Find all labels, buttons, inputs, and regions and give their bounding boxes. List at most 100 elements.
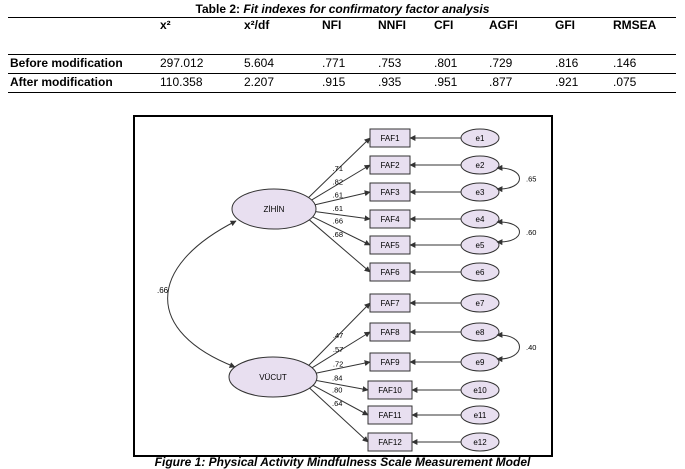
table-cell: .935 (378, 75, 402, 89)
table-cell: .146 (613, 56, 637, 70)
table-caption: Table 2: Fit indexes for confirmatory fa… (0, 2, 685, 16)
loading-arrow (305, 331, 371, 373)
error-label: e9 (476, 358, 485, 367)
item-label: FAF8 (380, 328, 400, 337)
error-ellipse (460, 293, 500, 313)
item-label: FAF10 (378, 386, 402, 395)
table-row: After modification 110.358 2.207 .915 .9… (8, 74, 676, 93)
error-label: e5 (476, 241, 485, 250)
error-covariance-arrow (496, 164, 520, 193)
loading-label: .47 (333, 331, 343, 340)
item-label: FAF3 (380, 188, 400, 197)
loading-label: .66 (333, 217, 343, 226)
error-ellipse (460, 380, 500, 400)
table-header-cell: CFI (434, 18, 454, 32)
error-covariance-label: .65 (526, 175, 536, 184)
factor-correlation-arrow (167, 220, 237, 368)
error-label: e7 (476, 299, 485, 308)
latent-factor-label: VÜCUT (259, 373, 287, 382)
item-label: FAF9 (380, 358, 400, 367)
loading-label: .57 (333, 345, 343, 354)
item-label: FAF11 (379, 411, 403, 420)
table-header-cell: NFI (322, 18, 342, 32)
table-header-cell: AGFI (489, 18, 518, 32)
item-label: FAF4 (380, 215, 400, 224)
loading-arrow (305, 209, 371, 222)
error-label: e8 (476, 328, 485, 337)
table-cell: .075 (613, 75, 637, 89)
table-cell: .771 (322, 56, 346, 70)
table-cell: .921 (555, 75, 579, 89)
item-label: FAF12 (378, 438, 402, 447)
item-label: FAF2 (380, 161, 400, 170)
table-cell: .801 (434, 56, 458, 70)
error-covariance-arrow (496, 331, 520, 363)
loading-label: .84 (332, 373, 342, 382)
error-label: e3 (476, 188, 485, 197)
table-header-cell: x² (160, 18, 171, 32)
error-label: e2 (476, 161, 485, 170)
latent-factor-ellipse (228, 356, 318, 398)
nnfi-header-text: NNFI (378, 18, 406, 32)
latent-factor-label: ZİHİN (264, 205, 285, 214)
table-row-label: After modification (10, 75, 113, 89)
table-cell: .816 (555, 56, 579, 70)
table-header-cell (8, 18, 158, 55)
loading-label: .64 (332, 399, 342, 408)
loading-arrow (305, 164, 371, 205)
error-label: e6 (476, 268, 485, 277)
table-cell: 110.358 (160, 75, 203, 89)
table-row-label: Before modification (10, 56, 123, 70)
error-covariance-label: .40 (526, 343, 536, 352)
figure-caption: Figure 1: Physical Activity Mindfulness … (0, 455, 685, 469)
error-label: e11 (474, 411, 487, 420)
error-ellipse (460, 432, 500, 452)
error-covariance-label: .60 (526, 228, 536, 237)
table-cell: .915 (322, 75, 346, 89)
item-label: FAF6 (380, 268, 400, 277)
item-label: FAF7 (380, 299, 400, 308)
table-header-cell: GFI (555, 18, 575, 32)
table-header-cell: NNFI (376, 18, 432, 55)
loading-arrow (305, 384, 369, 443)
table-caption-title: Fit indexes for confirmatory factor anal… (243, 2, 490, 16)
error-covariance-arrow (496, 218, 520, 246)
item-label: FAF5 (380, 241, 400, 250)
item-label: FAF1 (380, 134, 400, 143)
table-cell: .729 (489, 56, 513, 70)
figure-caption-title: Physical Activity Mindfulness Scale Meas… (208, 455, 531, 469)
error-label: e1 (476, 134, 485, 143)
loading-label: .68 (333, 230, 343, 239)
table-cell: .877 (489, 75, 513, 89)
error-ellipse (460, 405, 500, 425)
loading-label: .61 (333, 204, 343, 213)
loading-arrow (305, 212, 371, 246)
loading-arrow (305, 190, 371, 208)
loading-arrow (305, 137, 371, 201)
table-cell: 297.012 (160, 56, 204, 70)
table-caption-label: Table 2: (195, 2, 241, 16)
error-label: e10 (473, 386, 487, 395)
loading-label: .80 (332, 386, 342, 395)
table-row: Before modification 297.012 5.604 .771 .… (8, 55, 676, 74)
loading-label: .71 (333, 164, 343, 173)
table-header-cell: x²/df (244, 18, 270, 32)
table-cell: .753 (378, 56, 402, 70)
latent-factor-ellipse (231, 188, 317, 230)
figure-caption-label: Figure 1: (154, 455, 206, 469)
loading-label: .82 (333, 177, 343, 186)
error-label: e12 (473, 438, 487, 447)
loading-label: .72 (333, 360, 343, 369)
table-header-cell: RMSEA (613, 18, 657, 32)
table-cell: 5.604 (244, 56, 275, 70)
fit-index-table: x² x²/df NFI NNFI CFI AGFI GFI RMSEA Bef… (8, 17, 676, 93)
loading-arrow (305, 216, 371, 273)
table-header-row: x² x²/df NFI NNFI CFI AGFI GFI RMSEA (8, 18, 676, 55)
table-cell: .951 (434, 75, 458, 89)
loading-label: .61 (333, 191, 343, 200)
error-ellipse (460, 128, 500, 148)
factor-correlation-label: .66 (157, 286, 169, 295)
error-label: e4 (476, 215, 485, 224)
